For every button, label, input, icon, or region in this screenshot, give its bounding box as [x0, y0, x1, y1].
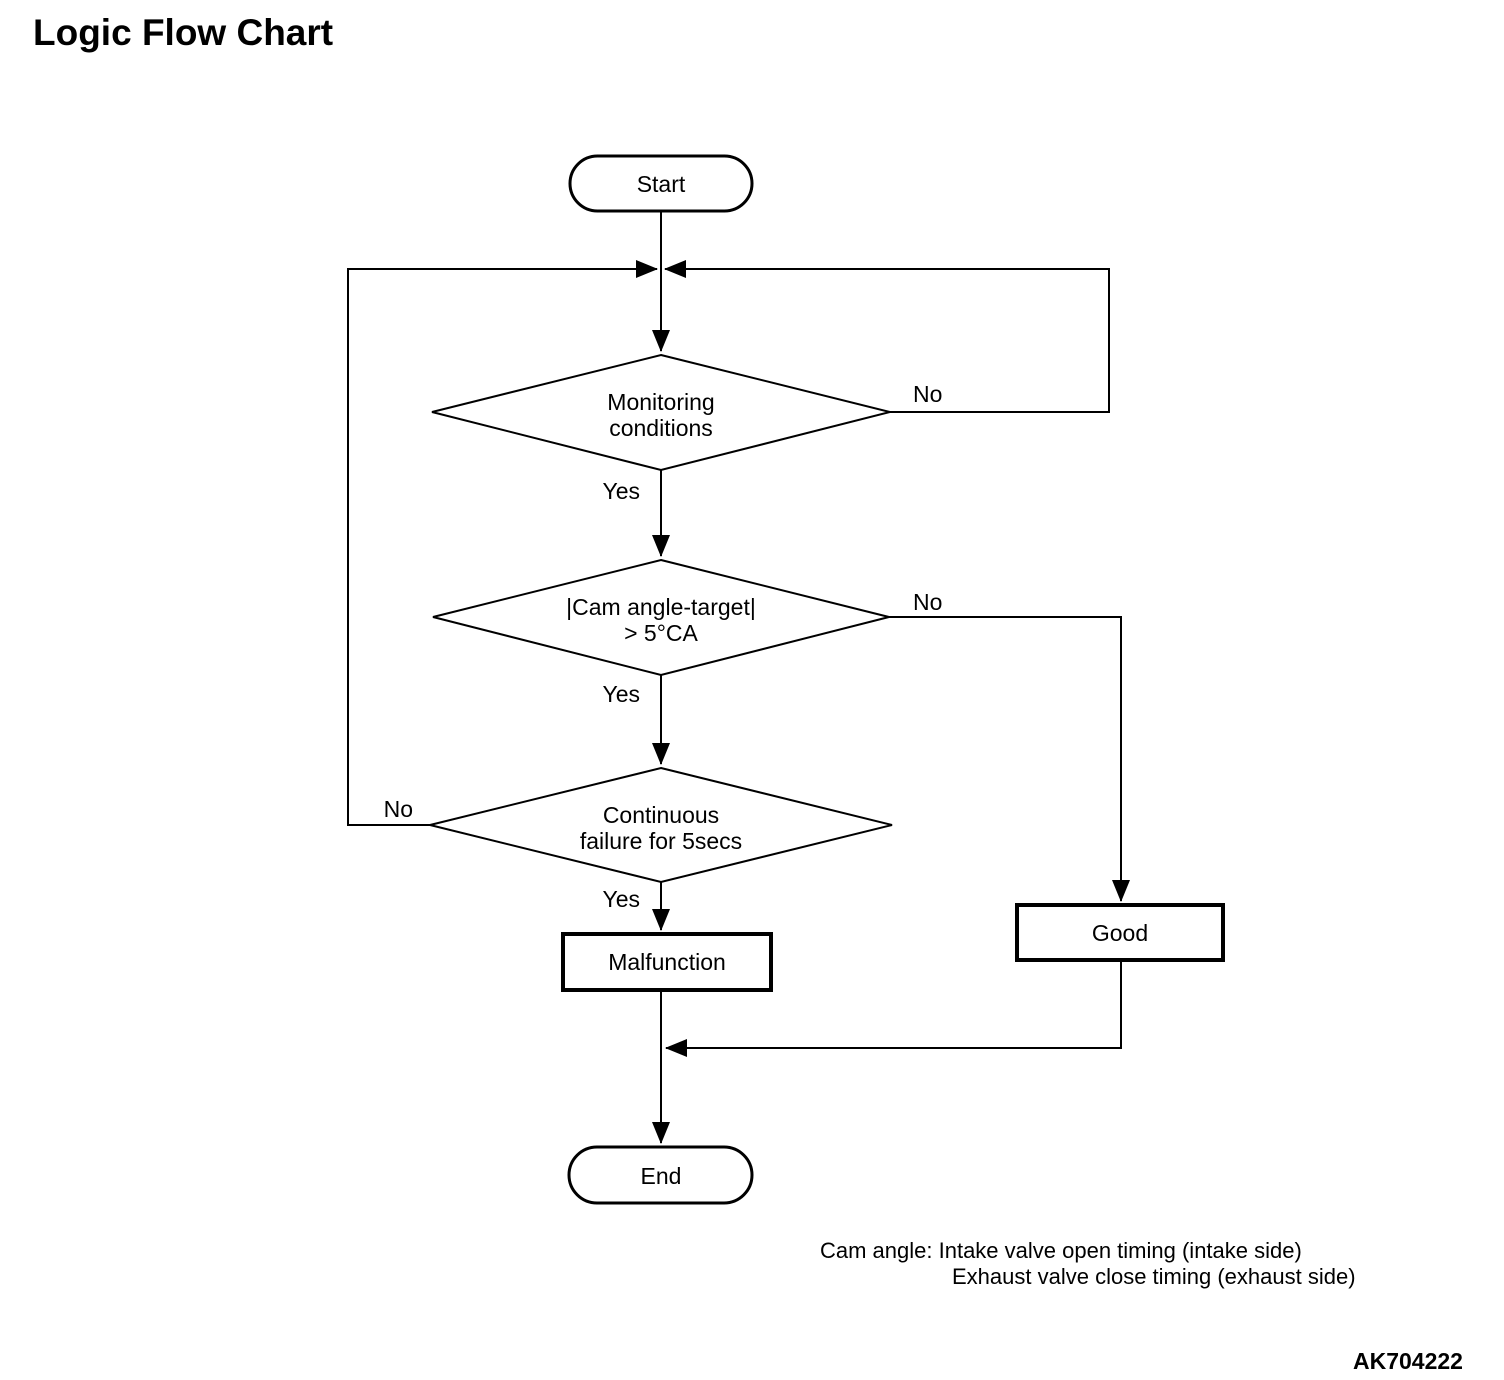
cam-angle-decision	[432, 558, 890, 677]
continuous-yes-label: Yes	[602, 886, 640, 912]
cam-angle-note-line2: Exhaust valve close timing (exhaust side…	[952, 1264, 1356, 1289]
malfunction-node	[561, 932, 773, 992]
monitoring-conditions-label-line1: Monitoring	[607, 389, 714, 415]
end-label: End	[641, 1163, 682, 1189]
edge-monitoring-no-return	[664, 260, 1110, 413]
continuous-no-label: No	[384, 796, 413, 822]
figure-code: AK704222	[1353, 1348, 1463, 1374]
malfunction-label: Malfunction	[608, 949, 726, 975]
monitoring-conditions-label-line2: conditions	[609, 415, 713, 441]
page-title: Logic Flow Chart	[33, 12, 333, 53]
continuous-failure-label-line2: failure for 5secs	[580, 828, 742, 854]
cam-angle-label-line1: |Cam angle-target|	[566, 594, 756, 620]
start-node	[568, 154, 754, 213]
continuous-failure-label-line1: Continuous	[603, 802, 719, 828]
cam-angle-no-label: No	[913, 589, 942, 615]
monitoring-yes-label: Yes	[602, 478, 640, 504]
edge-good-merge	[665, 960, 1122, 1057]
cam-angle-note-line1: Cam angle: Intake valve open timing (int…	[820, 1238, 1302, 1263]
monitoring-no-label: No	[913, 381, 942, 407]
good-node	[1015, 903, 1225, 962]
continuous-failure-decision	[429, 766, 893, 884]
cam-angle-label-line2: > 5°CA	[624, 620, 698, 646]
good-label: Good	[1092, 920, 1148, 946]
start-label: Start	[637, 171, 686, 197]
monitoring-conditions-decision	[431, 353, 891, 472]
edge-continuous-no-return	[347, 260, 658, 826]
cam-angle-yes-label: Yes	[602, 681, 640, 707]
end-node	[567, 1145, 754, 1205]
edge-cam-angle-no	[889, 616, 1130, 902]
